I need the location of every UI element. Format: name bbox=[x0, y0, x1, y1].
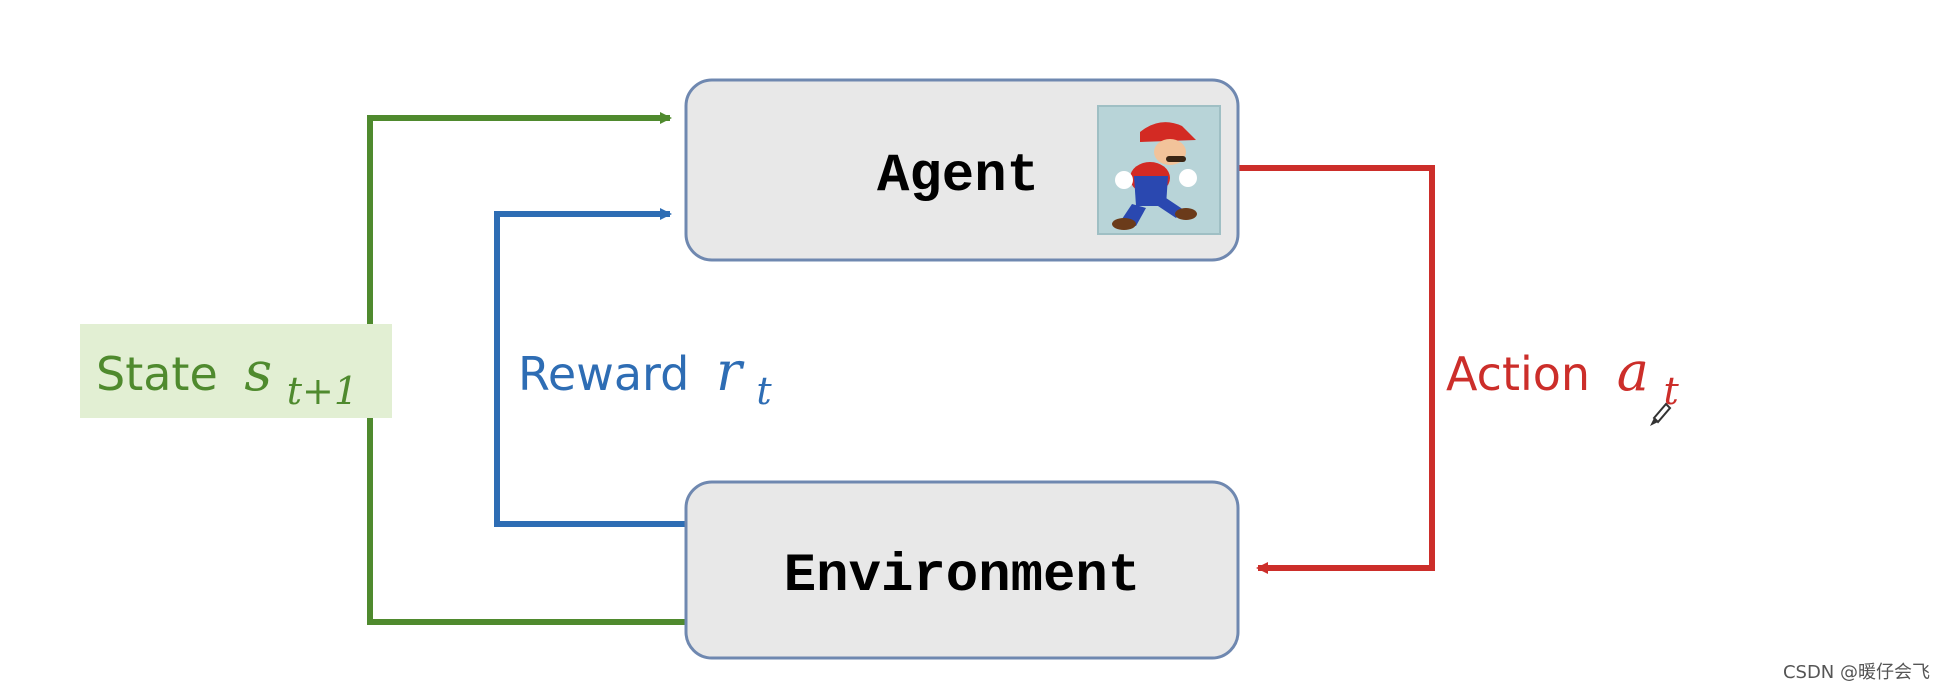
reward-label: Reward r t bbox=[518, 340, 772, 413]
environment-box bbox=[684, 480, 1240, 660]
environment-label: Environment bbox=[784, 546, 1140, 607]
state-symbol: s bbox=[244, 340, 272, 403]
pen-cursor-icon bbox=[1650, 402, 1672, 426]
reward-symbol: r bbox=[716, 340, 745, 403]
action-connector bbox=[1238, 165, 1435, 574]
reward-connector bbox=[494, 208, 686, 527]
agent-label: Agent bbox=[877, 146, 1039, 207]
state-label-background bbox=[80, 324, 392, 418]
action-label: Action a t bbox=[1446, 340, 1680, 413]
state-label: State s t+1 bbox=[96, 340, 358, 413]
watermark: CSDN @暖仔会飞 bbox=[1782, 662, 1930, 683]
reward-word: Reward bbox=[518, 347, 689, 401]
action-word: Action bbox=[1446, 347, 1590, 401]
action-subscript: t bbox=[1664, 369, 1680, 413]
mario-character-icon bbox=[1097, 105, 1221, 235]
state-subscript: t+1 bbox=[287, 369, 358, 413]
state-word: State bbox=[96, 347, 218, 401]
action-symbol: a bbox=[1617, 340, 1649, 403]
reward-subscript: t bbox=[756, 369, 772, 413]
